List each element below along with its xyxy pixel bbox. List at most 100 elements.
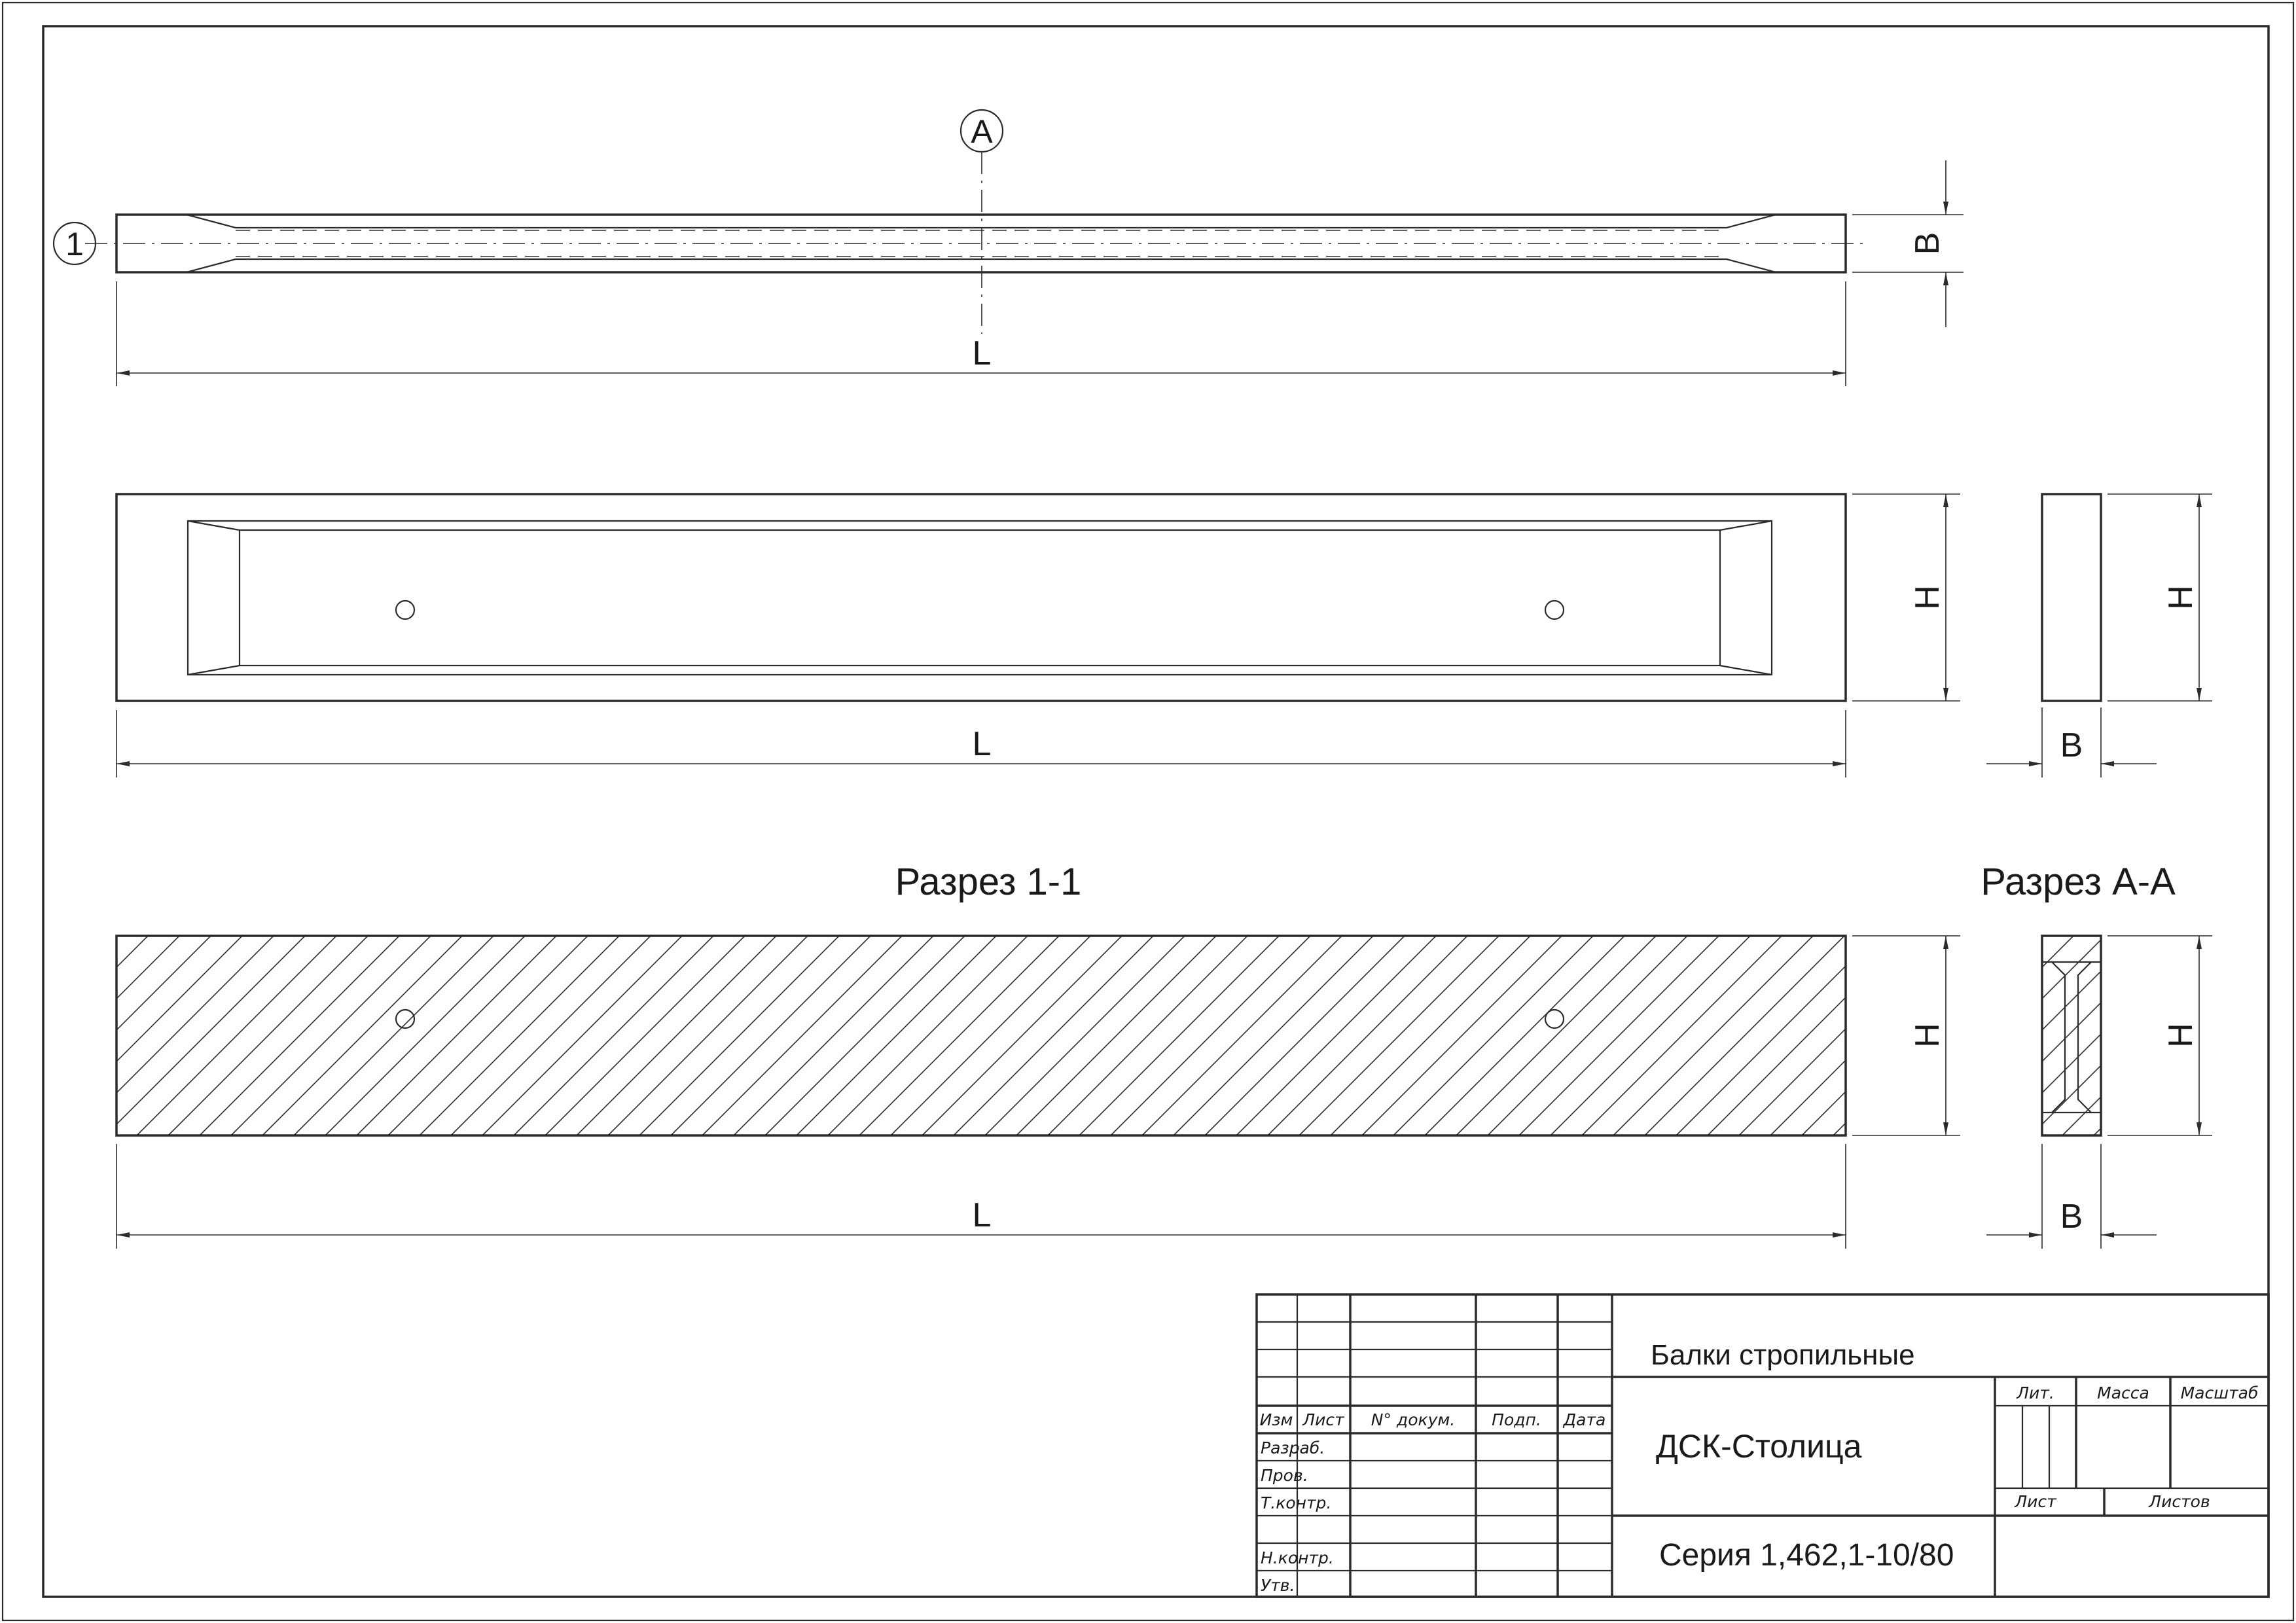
section-a-height-label: H — [2162, 1023, 2200, 1048]
lifting-hole-right — [1544, 599, 1565, 620]
masshtab-label: Масштаб — [2181, 1383, 2259, 1402]
hatch-line — [1738, 1027, 1846, 1135]
hatch-line — [1801, 1090, 1846, 1135]
hatch-line — [1236, 936, 1437, 1135]
section-a-view: Разрез А-А H B — [1981, 861, 2296, 1249]
hatch-line — [1393, 936, 1594, 1135]
hatch-line — [702, 936, 903, 1135]
section-marker-label: 1 — [65, 226, 84, 262]
hatch-line — [2042, 1001, 2101, 1063]
hatch-line — [168, 936, 368, 1135]
hatch-line — [1047, 936, 1248, 1135]
front-length-label: L — [973, 725, 992, 763]
hatch-line — [419, 936, 620, 1135]
hatch-line — [325, 936, 526, 1135]
col-podp: Подп. — [1492, 1410, 1541, 1429]
hatch-line — [387, 936, 588, 1135]
list-label: Лист — [2014, 1492, 2057, 1511]
hatch-line — [2042, 938, 2101, 1000]
hatch-line — [2062, 1096, 2101, 1135]
hatch-line — [2042, 970, 2101, 1031]
hatch-line — [1079, 936, 1280, 1135]
organization: ДСК-Столица — [1656, 1428, 1862, 1465]
hatch-line — [262, 936, 463, 1135]
hatch-line — [1928, 936, 2127, 1135]
hatch-line — [1644, 936, 1845, 1135]
hatch-line — [117, 936, 306, 1126]
hatch-line — [1550, 936, 1751, 1135]
front-view: L H — [115, 493, 1960, 777]
hatch-line — [0, 936, 117, 1135]
section-1-length-label: L — [973, 1196, 992, 1234]
hatch-line — [639, 936, 840, 1135]
hatch-line — [482, 936, 683, 1135]
listov-label: Листов — [2148, 1492, 2210, 1511]
hatch-line — [136, 936, 337, 1135]
hatch-line — [2125, 936, 2296, 1135]
hatch-line — [1770, 1059, 1846, 1135]
section-hole-left — [395, 1008, 416, 1029]
side-width-label: B — [2060, 726, 2083, 764]
side-view: H B — [1986, 493, 2212, 777]
series-designation: Серия 1,462,1-10/80 — [1659, 1538, 1954, 1573]
col-izm: Изм — [1260, 1410, 1293, 1429]
role-prov: Пров. — [1261, 1466, 1308, 1485]
hatch-line — [117, 936, 211, 1031]
axis-marker-label: А — [971, 113, 993, 150]
hatch-line — [117, 936, 274, 1094]
hatch-line — [1456, 936, 1657, 1135]
hatch-line — [607, 936, 808, 1135]
hatch-line — [2042, 1033, 2101, 1094]
hatch-line — [1487, 936, 1688, 1135]
hatch-line — [1204, 936, 1405, 1135]
role-utv: Утв. — [1261, 1576, 1295, 1595]
section-1-height-label: H — [1909, 1023, 1946, 1048]
hatch-line — [984, 936, 1185, 1135]
col-data: Дата — [1563, 1410, 1606, 1429]
section-a-width-label: B — [2060, 1198, 2083, 1236]
hatch-line — [764, 936, 965, 1135]
hatch-line — [796, 936, 997, 1135]
hatch-line — [890, 936, 1091, 1135]
hatch-line — [1361, 936, 1562, 1135]
hatch-line — [293, 936, 494, 1135]
hatch-line — [1330, 936, 1531, 1135]
hatch-line — [356, 936, 557, 1135]
hatch-line — [1299, 936, 1499, 1135]
hatch-line — [1676, 965, 1846, 1135]
plan-width-label: B — [1909, 232, 1946, 255]
drawing-frame — [42, 25, 2270, 1598]
hatch-line — [1581, 936, 1782, 1135]
hatch-line — [2042, 1064, 2101, 1126]
lifting-hole-left — [395, 599, 416, 620]
hatch-line — [1141, 936, 1342, 1135]
section-1-title: Разрез 1-1 — [895, 861, 1082, 903]
hatch-line — [733, 936, 934, 1135]
hatch-line — [117, 936, 243, 1063]
col-n-dokum: N° докум. — [1371, 1410, 1455, 1429]
hatch-line — [117, 936, 180, 1000]
hatch-line — [1267, 936, 1468, 1135]
col-list: Лист — [1302, 1410, 1345, 1429]
role-n-kontr: Н.контр. — [1261, 1548, 1334, 1567]
hatch-line — [117, 936, 149, 969]
hatch-line — [230, 936, 431, 1135]
axis-marker-circle — [960, 109, 1004, 153]
section-a-title: Разрез А-А — [1981, 861, 2176, 903]
hatch-line — [1865, 936, 2064, 1135]
role-razrab: Разраб. — [1261, 1438, 1325, 1457]
hatch-line — [576, 936, 777, 1135]
hatch-line — [1990, 936, 2190, 1135]
hatch-line — [859, 936, 1060, 1135]
hatch-line — [450, 936, 651, 1135]
hatch-line — [2219, 936, 2296, 1135]
lit-label: Лит. — [2016, 1383, 2054, 1402]
role-t-kontr: Т.контр. — [1261, 1493, 1331, 1512]
title-block: Изм Лист N° докум. Подп. Дата Разраб. Пр… — [1255, 1293, 2270, 1598]
section-hole-right — [1544, 1008, 1565, 1029]
side-height-label: H — [2162, 585, 2200, 610]
hatch-line — [1424, 936, 1625, 1135]
hatch-line — [670, 936, 871, 1135]
